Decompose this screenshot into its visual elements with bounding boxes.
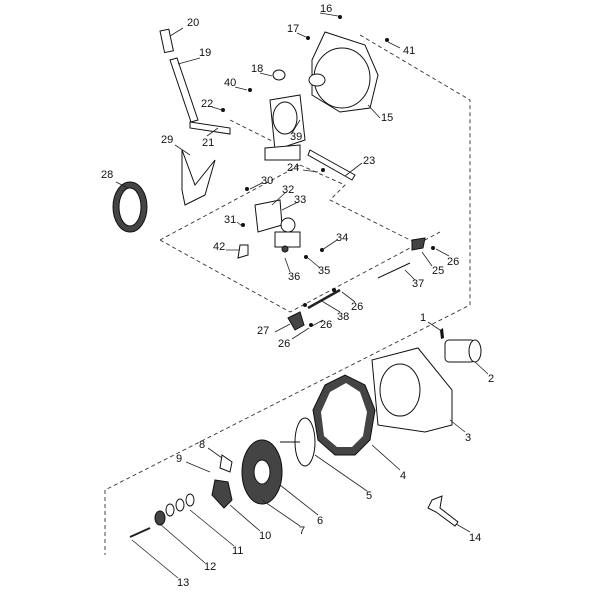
clip-part-42 [237, 244, 249, 259]
block-part-27 [287, 311, 305, 331]
wrench-part-14 [427, 495, 459, 527]
label-6: 6 [317, 515, 323, 527]
handle-assembly [159, 28, 231, 135]
label-13: 13 [177, 577, 189, 589]
label-4: 4 [400, 470, 406, 482]
label-11: 11 [232, 545, 243, 557]
label-33: 33 [294, 194, 306, 206]
spring-part-38 [307, 288, 341, 310]
body-part-36 [274, 217, 301, 253]
label-26: 26 [278, 338, 290, 350]
label-8: 8 [199, 439, 205, 451]
label-42: 42 [213, 241, 225, 253]
housing-part-3 [371, 347, 453, 433]
label-20: 20 [187, 17, 199, 29]
label-12: 12 [204, 561, 216, 573]
label-39: 39 [290, 131, 302, 143]
label-17: 17 [287, 23, 299, 35]
label-1: 1 [420, 312, 426, 324]
label-21: 21 [202, 137, 214, 149]
label-9: 9 [176, 453, 182, 465]
label-23: 23 [363, 155, 375, 167]
label-10: 10 [259, 530, 271, 542]
label-40: 40 [224, 77, 236, 89]
bracket-part-25 [411, 237, 426, 251]
label-25: 25 [432, 265, 444, 277]
label-38: 38 [337, 311, 349, 323]
pawl-part-10 [211, 479, 233, 509]
housing-part-15 [308, 31, 379, 113]
label-24: 24 [287, 162, 299, 174]
bolt-part-13 [129, 527, 151, 538]
washers-part-11-12 [154, 493, 195, 526]
label-35: 35 [318, 265, 330, 277]
leader-lines [115, 12, 489, 579]
label-2: 2 [488, 373, 494, 385]
label-3: 3 [465, 432, 471, 444]
label-27: 27 [257, 325, 269, 337]
label-30: 30 [261, 175, 273, 187]
spring-part-37 [377, 262, 411, 279]
gasket-part-4 [312, 374, 376, 456]
label-31: 31 [224, 214, 236, 226]
label-34: 34 [336, 232, 348, 244]
coupling-part-2 [440, 328, 482, 363]
label-29: 29 [161, 134, 173, 146]
fork-part-29 [181, 149, 216, 206]
bracket-part-39 [264, 94, 306, 161]
label-28: 28 [101, 169, 113, 181]
label-15: 15 [381, 112, 393, 124]
plate-part-33 [254, 199, 283, 233]
label-26: 26 [447, 256, 459, 268]
ring-part-28 [112, 181, 148, 233]
part-labels: 20 19 16 17 41 18 40 22 15 39 21 29 23 2… [101, 3, 494, 589]
label-32: 32 [282, 184, 294, 196]
label-26: 26 [320, 319, 332, 331]
cap-part-18 [272, 69, 286, 81]
assembly-outline [104, 34, 471, 555]
label-26: 26 [351, 301, 363, 313]
label-41: 41 [403, 45, 415, 57]
label-36: 36 [288, 271, 300, 283]
label-18: 18 [251, 63, 263, 75]
label-7: 7 [299, 525, 305, 537]
pulley-part-6 [241, 439, 283, 505]
label-19: 19 [199, 47, 211, 59]
label-5: 5 [366, 490, 372, 502]
rod-part-23 [307, 149, 356, 181]
pawl-part-8 [219, 454, 233, 473]
drum-part-5 [280, 417, 316, 467]
label-14: 14 [469, 532, 481, 544]
label-37: 37 [412, 278, 424, 290]
label-22: 22 [201, 98, 213, 110]
label-16: 16 [320, 3, 332, 15]
